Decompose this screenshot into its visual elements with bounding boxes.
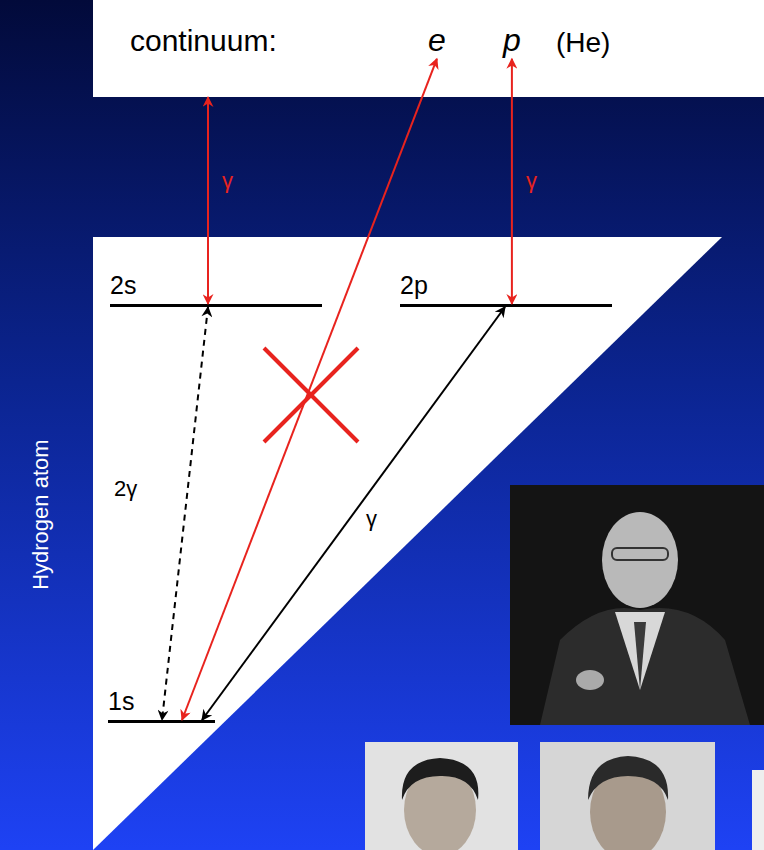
white-triangle [93,237,722,850]
transition-arrow [202,307,505,720]
photo-frame [510,485,764,725]
photo-glasses [612,548,668,560]
particle-symbol: e [425,22,449,59]
transition-arrow [207,97,209,304]
photo-hand [576,670,604,690]
particle-symbol: p [500,22,524,59]
photo-head [602,512,678,608]
photo-shirt [615,612,665,690]
cross-stroke [264,348,358,442]
photon-label: γ [222,168,233,193]
level-label: 1s [108,687,134,716]
photo-frame [752,770,764,850]
band-text: continuum: [130,24,277,59]
portrait-photo [510,485,764,725]
photon-label: 2γ [114,476,137,501]
photon-label: γ [366,506,377,531]
particle-label: p [500,22,524,59]
cross-stroke [264,348,358,442]
photo-hair [588,756,668,800]
energy-level: 2p [400,304,612,307]
band-text: (He) [556,27,610,59]
particle-label: e [425,22,449,59]
portrait-photo [540,742,715,850]
side-title: Hydrogen atom [27,440,52,590]
level-label: 2p [400,271,428,300]
level-label: 2s [110,271,136,300]
photo-tie [634,622,646,690]
transition-arrow [182,59,437,720]
portrait-photo [365,742,518,850]
transition-arrow [162,307,208,720]
photon-label: γ [526,168,537,193]
continuum-band: e p continuum: (He) [93,0,764,97]
energy-level: 1s [108,720,215,723]
photo-suit [540,608,750,725]
cross-mark [264,348,358,442]
photo-hair [402,758,478,800]
transition-arrow [511,59,513,304]
energy-level: 2s [110,304,322,307]
